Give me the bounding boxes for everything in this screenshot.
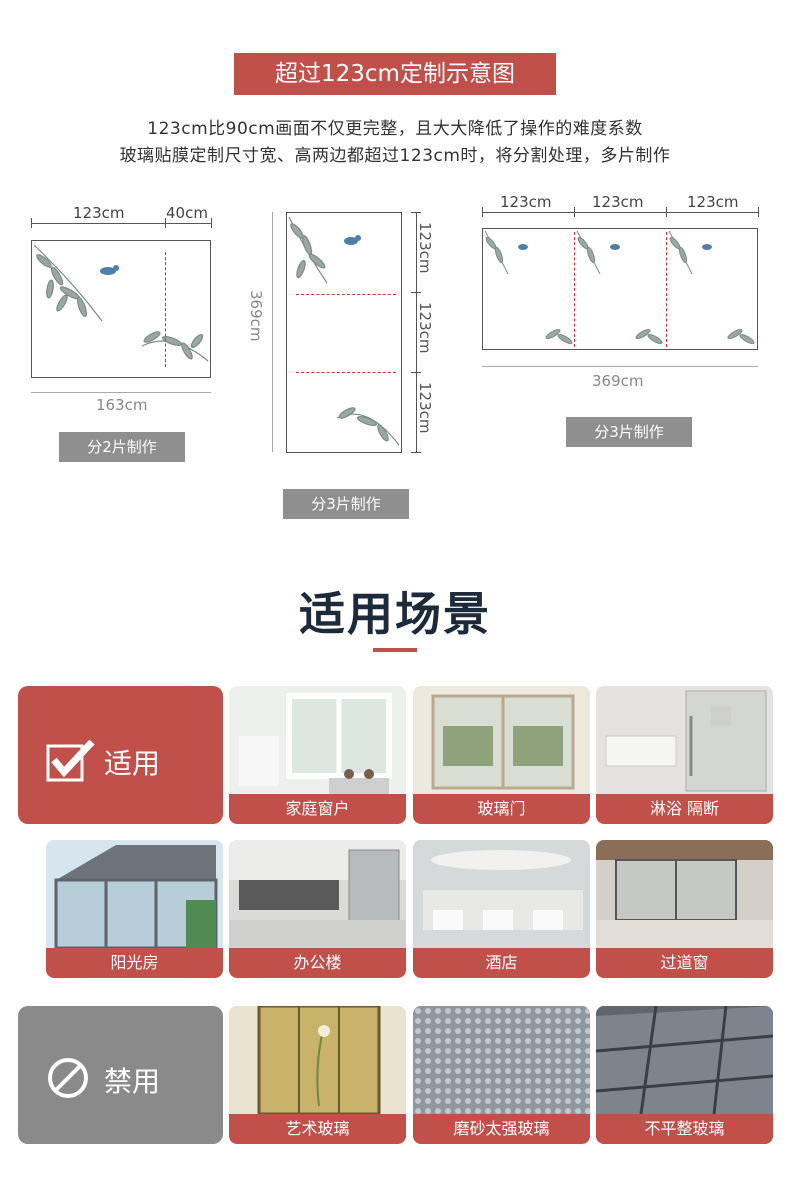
suitable-label: 适用 [104,747,161,780]
forbidden-frosted-glass: 磨砂太强玻璃 [413,1006,590,1144]
suitable-tile: 适用 [18,686,223,824]
dim-bottom: 163cm [96,396,148,414]
scene-caption: 家庭窗户 [229,794,406,824]
description-line-2: 玻璃贴膜定制尺寸宽、高两边都超过123cm时，将分割处理，多片制作 [119,146,671,166]
scene-caption: 艺术玻璃 [229,1114,406,1144]
scene-caption: 玻璃门 [413,794,590,824]
panel-wide [31,240,211,378]
panel-tall [286,212,402,453]
pill-two-pieces: 分2片制作 [59,432,185,462]
scene-caption: 酒店 [413,948,590,978]
dim-seg-2: 123cm [416,302,434,354]
dim-seg-3: 123cm [416,382,434,434]
dim-left: 369cm [247,290,265,342]
scene-sunroom: 阳光房 [46,840,223,978]
scene-office: 办公楼 [229,840,406,978]
forbidden-tile: 禁用 [18,1006,223,1144]
scene-caption: 阳光房 [46,948,223,978]
leaf-decoration [33,244,209,362]
dim-top-2: 123cm [592,193,644,211]
forbidden-label: 禁用 [104,1065,161,1098]
hotel-image [413,840,590,948]
home-window-image [229,686,406,794]
art-glass-image [229,1006,406,1114]
description-line-1: 123cm比90cm画面不仅更完整，且大大降低了操作的难度系数 [147,119,643,139]
scene-caption: 办公楼 [229,948,406,978]
scene-glass-door: 玻璃门 [413,686,590,824]
frosted-glass-image [413,1006,590,1114]
forbidden-art-glass: 艺术玻璃 [229,1006,406,1144]
corridor-window-image [596,840,773,948]
section-title: 适用场景 [299,587,491,641]
dim-top-b: 40cm [166,204,208,222]
scene-shower: 淋浴 隔断 [596,686,773,824]
office-image [229,840,406,948]
section-underline [373,648,417,652]
dim-seg-1: 123cm [416,222,434,274]
pill-three-pieces-h: 分3片制作 [566,417,692,447]
sunroom-image [46,840,223,948]
leaf-decoration [288,216,400,446]
scene-home-window: 家庭窗户 [229,686,406,824]
dim-top-1: 123cm [500,193,552,211]
dim-top-3: 123cm [687,193,739,211]
panel-wide-split [482,228,758,350]
shower-image [596,686,773,794]
scene-caption: 磨砂太强玻璃 [413,1114,590,1144]
scene-hotel: 酒店 [413,840,590,978]
dim-bottom-3: 369cm [592,372,644,390]
leaf-decoration [484,230,755,345]
scene-caption: 过道窗 [596,948,773,978]
dim-top-a: 123cm [73,204,125,222]
glass-door-image [413,686,590,794]
scene-caption: 淋浴 隔断 [596,794,773,824]
no-entry-icon [48,1058,88,1098]
scene-caption: 不平整玻璃 [596,1114,773,1144]
pill-three-pieces: 分3片制作 [283,489,409,519]
forbidden-uneven-glass: 不平整玻璃 [596,1006,773,1144]
uneven-glass-image [596,1006,773,1114]
title-banner: 超过123cm定制示意图 [234,53,556,95]
scene-corridor-window: 过道窗 [596,840,773,978]
checkmark-icon [46,739,95,782]
